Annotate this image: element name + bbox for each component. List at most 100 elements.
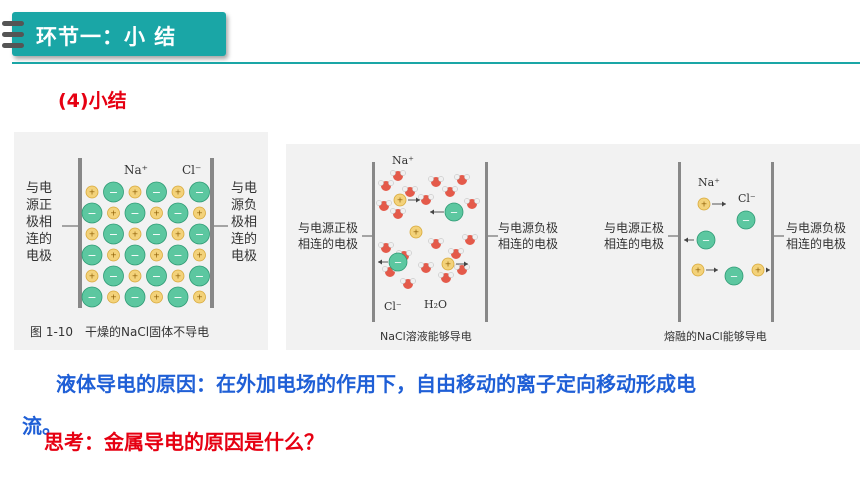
chloride-ion (167, 286, 189, 308)
chloride-ion-sign: − (109, 228, 118, 241)
fig3-right-label-line: 相连的电极 (786, 236, 846, 251)
chloride-ion (724, 266, 744, 286)
fig1-right-label-line: 与电 (231, 181, 257, 196)
chloride-ion-sign: − (173, 207, 182, 220)
chloride-ion-sign: − (109, 186, 118, 199)
chloride-ion (146, 223, 167, 245)
sodium-ion-sign: + (89, 271, 96, 280)
hydrogen-atom (438, 272, 444, 278)
fig3-molten-ions: +−−+−+ (684, 197, 770, 286)
chloride-ion (81, 286, 103, 308)
fig1-left-label-line: 电极 (26, 249, 52, 264)
hydrogen-atom (400, 170, 406, 176)
figure-dry-nacl: 与电 源正 极相 连的 电极 与电 源负 极相 连的 电极 Na⁺ Cl⁻ +−… (14, 132, 268, 350)
hydrogen-atom (402, 186, 408, 192)
sodium-ion (171, 269, 185, 283)
chloride-motion-arrow-head (430, 209, 434, 215)
sodium-ion (150, 248, 163, 262)
sodium-ion (150, 206, 163, 220)
chloride-ion-sign: − (152, 270, 161, 283)
hydrogen-atom (400, 278, 406, 284)
fig2-water-label: H₂O (424, 298, 447, 311)
hydrogen-atom (454, 264, 460, 270)
sodium-ion-sign: + (153, 250, 160, 259)
chloride-ion-sign: − (87, 291, 96, 304)
chloride-ion-sign: − (742, 215, 750, 226)
fig2-negative-electrode (485, 162, 488, 322)
chloride-ion (444, 202, 464, 222)
sodium-ion (150, 290, 163, 304)
chloride-ion-sign: − (450, 207, 458, 218)
hydrogen-atom (400, 208, 406, 214)
chloride-ion-sign: − (173, 249, 182, 262)
sodium-ion (85, 185, 99, 199)
fig3-na-label: Na⁺ (698, 176, 720, 189)
fig1-positive-electrode (78, 158, 82, 308)
chloride-ion-sign: − (152, 186, 161, 199)
chloride-ion (189, 181, 210, 203)
hydrogen-atom (390, 170, 396, 176)
fig2-solution-ions: +−−++ (376, 170, 480, 289)
sodium-ion-sign: + (413, 227, 420, 236)
sodium-ion (409, 225, 423, 239)
hydrogen-atom (438, 238, 444, 244)
chloride-ion (103, 265, 124, 287)
chloride-ion-sign: − (394, 257, 402, 268)
sodium-ion-sign: + (132, 271, 139, 280)
fig2-cl-label: Cl⁻ (384, 300, 402, 313)
hydrogen-atom (448, 272, 454, 278)
hydrogen-atom (378, 242, 384, 248)
sodium-ion-sign: + (695, 265, 702, 274)
sodium-ion-sign: + (89, 187, 96, 196)
sodium-motion-arrow-head (714, 267, 718, 273)
chloride-ion (103, 223, 124, 245)
sodium-ion (751, 263, 765, 277)
fig2-left-label-line: 相连的电极 (298, 236, 358, 251)
hydrogen-atom (442, 186, 448, 192)
sodium-ion-sign: + (175, 229, 182, 238)
chloride-ion (146, 181, 167, 203)
fig1-cl-label: Cl⁻ (182, 163, 201, 177)
chloride-ion-sign: − (702, 235, 710, 246)
sodium-ion (193, 290, 206, 304)
sodium-ion (193, 206, 206, 220)
hydrogen-atom (428, 194, 434, 200)
fig1-negative-electrode (210, 158, 214, 308)
chloride-ion-sign: − (87, 249, 96, 262)
fig1-right-label-line: 电极 (231, 249, 257, 264)
chloride-ion-sign: − (173, 291, 182, 304)
sodium-ion-sign: + (445, 259, 452, 268)
hydrogen-atom (452, 186, 458, 192)
sodium-ion-sign: + (755, 265, 762, 274)
chloride-ion (167, 244, 189, 266)
sodium-ion (171, 185, 185, 199)
hydrogen-atom (410, 278, 416, 284)
chloride-ion (124, 244, 146, 266)
chloride-ion-sign: − (130, 291, 139, 304)
sodium-ion-sign: + (110, 292, 117, 301)
fig3-left-label-line: 相连的电极 (604, 236, 664, 251)
fig1-na-label: Na⁺ (124, 163, 148, 177)
sodium-ion-sign: + (196, 292, 203, 301)
chloride-ion (189, 265, 210, 287)
fig2-caption: NaCl溶液能够导电 (380, 329, 472, 343)
sodium-ion-sign: + (110, 208, 117, 217)
section-title-bar: 环节一：小 结 (12, 12, 226, 56)
hydrogen-atom (438, 176, 444, 182)
fig1-left-label-line: 与电 (26, 181, 52, 196)
subtitle: (4)小结 (58, 90, 127, 112)
hydrogen-atom (462, 234, 468, 240)
hydrogen-atom (386, 200, 392, 206)
chloride-ion-sign: − (130, 249, 139, 262)
chloride-ion (189, 223, 210, 245)
sodium-ion (85, 269, 99, 283)
chloride-ion-sign: − (195, 228, 204, 241)
chloride-ion (388, 252, 408, 272)
hydrogen-atom (418, 194, 424, 200)
fig3-cl-label: Cl⁻ (738, 192, 756, 205)
sodium-motion-arrow-head (766, 267, 770, 273)
sodium-ion-sign: + (132, 187, 139, 196)
fig1-left-label-line: 连的 (26, 231, 52, 247)
question-text: 思考：金属导电的原因是什么？ (44, 430, 324, 454)
sodium-ion-sign: + (153, 208, 160, 217)
